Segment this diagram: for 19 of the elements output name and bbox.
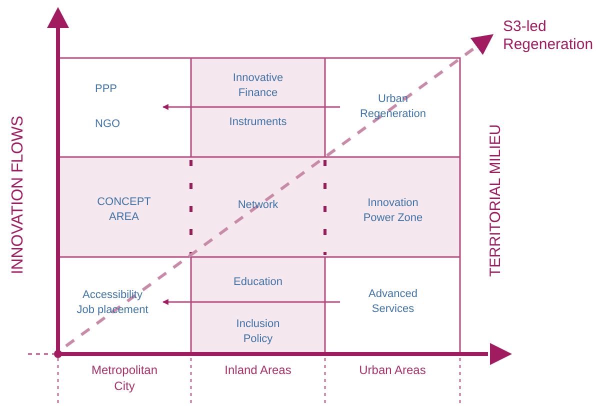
cell-text: PPP	[95, 82, 118, 97]
cell-text: NGO	[95, 116, 120, 132]
cell-text: Innovative Finance	[232, 70, 284, 101]
column-label: Inland Areas	[224, 362, 292, 378]
column-label: Metropolitan City	[90, 362, 159, 394]
cell-text: Inclusion Policy	[235, 316, 281, 347]
cell-text: Innovation Power Zone	[362, 196, 424, 226]
column-label: Urban Areas	[358, 362, 427, 378]
cell-text: CONCEPT AREA	[96, 194, 152, 225]
axis-label: TERRITORIAL MILIEU	[486, 124, 504, 276]
arrow	[162, 104, 340, 110]
cell-text: Urban Regeneration	[358, 92, 428, 122]
cell-text: Advanced Services	[368, 286, 418, 317]
cell-text: Network	[238, 198, 278, 214]
cell-text: Instruments	[229, 115, 287, 130]
diagonal-label: S3-led Regeneration	[503, 18, 594, 54]
axis-label: INNOVATION FLOWS	[8, 116, 27, 274]
cell-text: Education	[234, 275, 282, 290]
arrow	[162, 299, 340, 305]
